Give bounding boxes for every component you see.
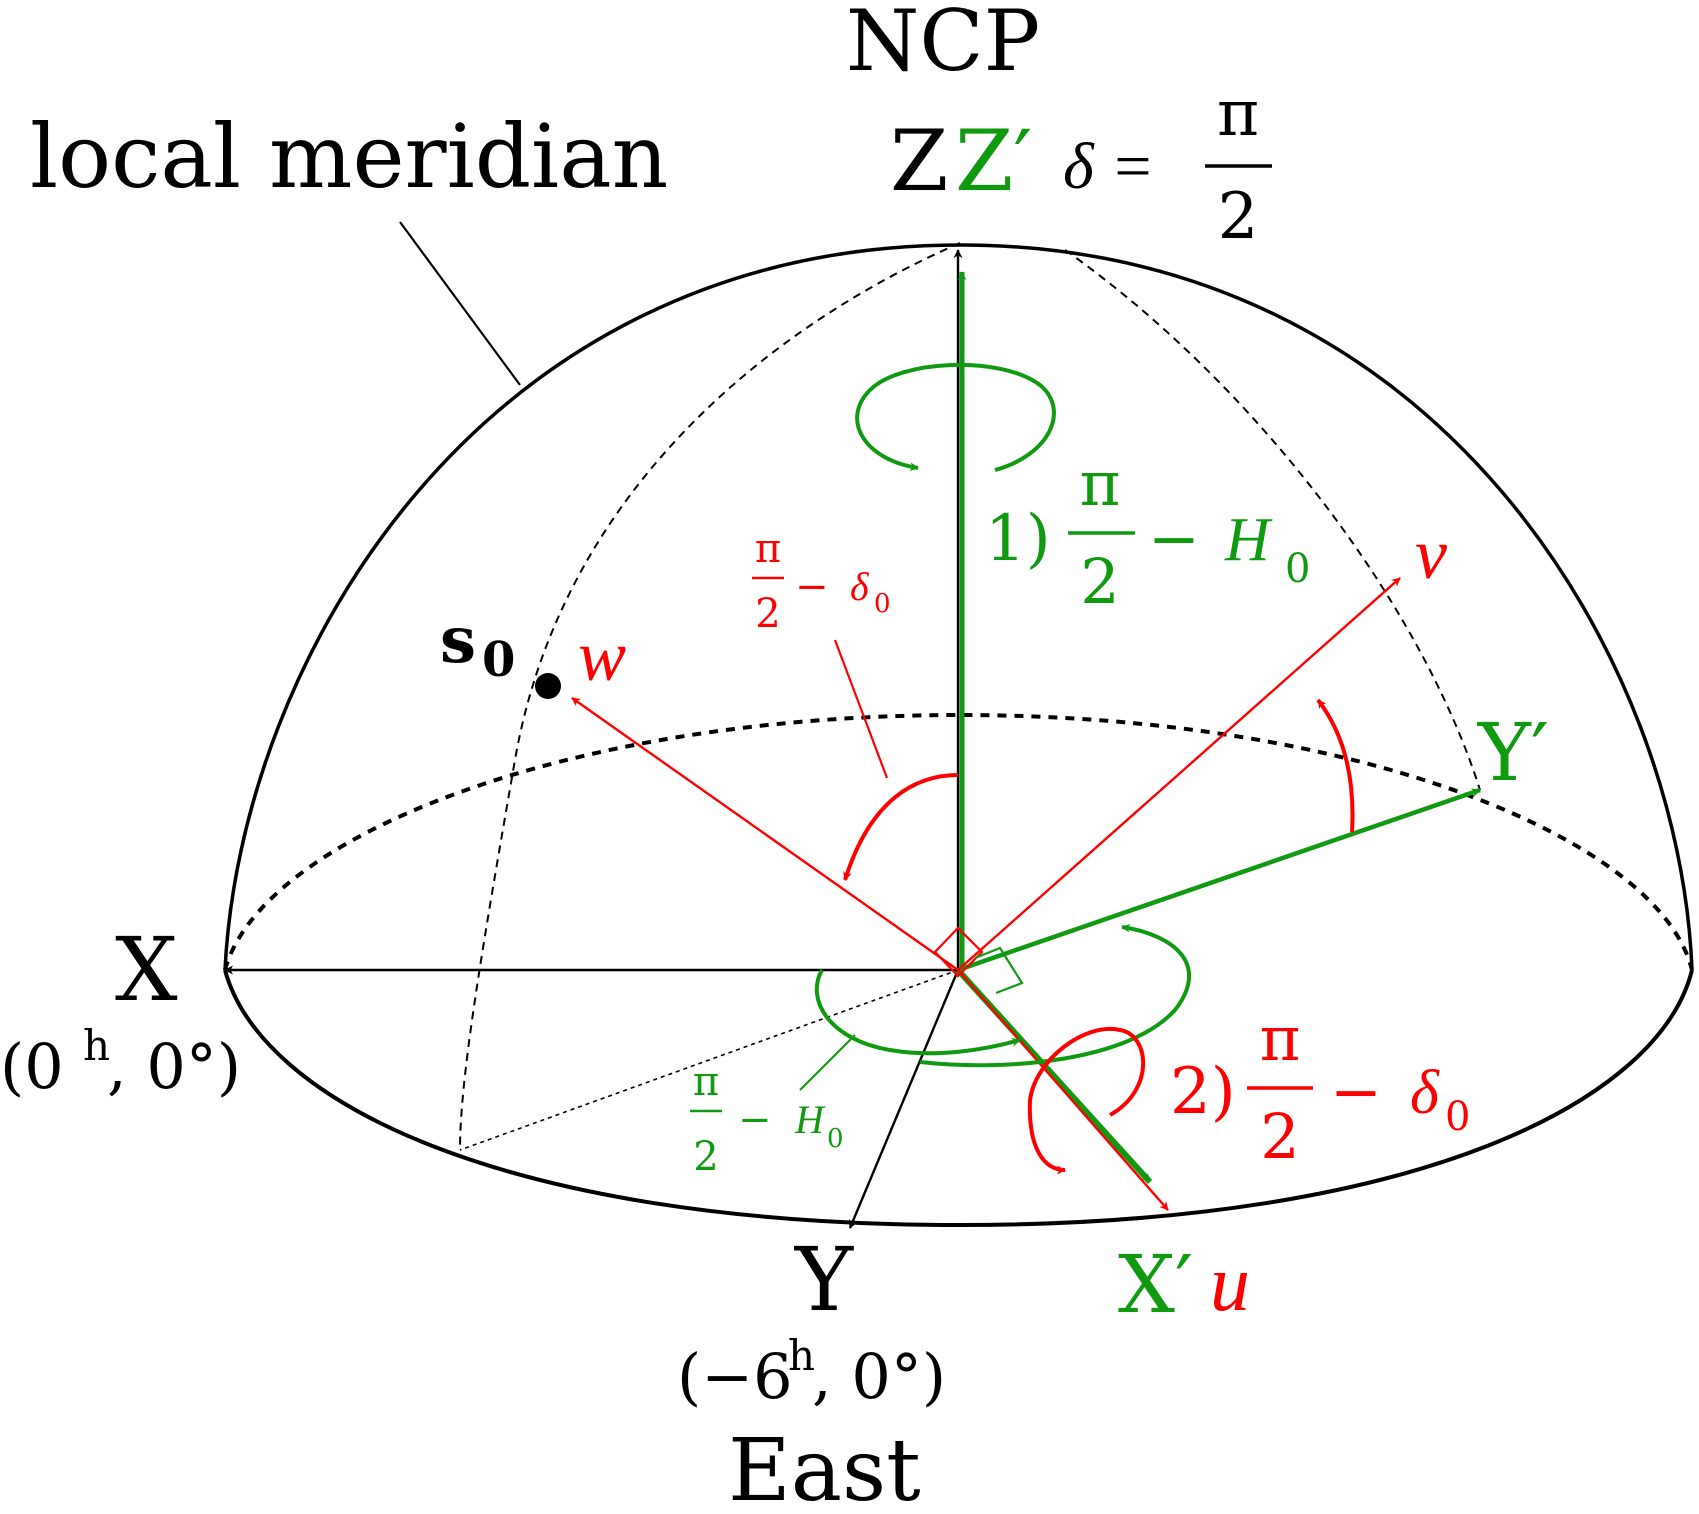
green-small-pi: π: [693, 1059, 719, 1105]
u-label: u: [1210, 1240, 1250, 1328]
step1-label: 1): [985, 502, 1051, 576]
hemisphere-outline: [223, 243, 1694, 971]
u-axis-arrow: [957, 969, 1169, 1211]
meridian-left-dashed: [459, 242, 961, 1151]
step2-two: 2: [1260, 1100, 1299, 1173]
rotation-lower-inner-arrow: [814, 969, 1021, 1056]
step2-delta-sub: 0: [1445, 1094, 1470, 1140]
step1-minus: −: [1148, 502, 1200, 575]
pointer-red-label: [833, 639, 889, 779]
x-prime-label: X′: [1118, 1238, 1193, 1331]
y-prime-label: Y′: [1477, 706, 1549, 799]
pole-two-label: 2: [1218, 180, 1259, 254]
projection-dotted: [459, 969, 959, 1151]
arc-z-to-w: [843, 773, 959, 881]
y-coords-close: , 0°): [812, 1340, 946, 1413]
x-coords-close: , 0°): [107, 1030, 241, 1103]
v-axis-arrow: [957, 577, 1401, 971]
s0-point: [535, 673, 561, 699]
red-small-delta-sub: 0: [874, 589, 891, 619]
x-coords-open: (0: [0, 1030, 64, 1103]
right-angle-red: [933, 926, 984, 978]
v-label: v: [1415, 514, 1447, 594]
green-small-h0: H: [794, 1097, 826, 1142]
delta-equals-label: δ =: [1063, 130, 1155, 203]
s0-label: s: [440, 603, 476, 678]
step2-label: 2): [1170, 1055, 1236, 1129]
z-prime-label: Z′: [955, 112, 1032, 210]
local-meridian-pointer: [399, 221, 521, 386]
pointer-green-label: [799, 1034, 856, 1091]
z-label: Z: [890, 112, 948, 210]
red-small-minus: −: [795, 564, 829, 610]
y-coords-open: (−6: [677, 1340, 793, 1413]
step2-pi: π: [1260, 1002, 1301, 1075]
meridian-right-dashed: [1064, 249, 1481, 791]
hemisphere-base-front: [223, 969, 1694, 1228]
step2-delta: δ: [1410, 1059, 1440, 1127]
red-small-delta: δ: [850, 564, 870, 609]
rotation-1-arrow: [855, 362, 1056, 472]
local-meridian-label: local meridian: [30, 105, 668, 208]
rotation-lower-arrow: [919, 923, 1191, 1068]
rotation-2-arrow: [1027, 1026, 1146, 1175]
step1-h0: H: [1224, 506, 1273, 574]
step1-pi: π: [1080, 447, 1121, 520]
arc-y-prime-to-v: [1316, 698, 1355, 833]
step1-two: 2: [1080, 545, 1119, 618]
right-angle-green: [974, 946, 1024, 995]
green-small-h0-sub: 0: [827, 1124, 844, 1154]
green-small-two: 2: [693, 1134, 718, 1180]
green-small-minus: −: [738, 1097, 772, 1143]
red-small-two: 2: [755, 591, 780, 637]
step2-minus: −: [1330, 1055, 1382, 1128]
w-axis-arrow: [571, 697, 959, 971]
y-axis-arrow: [848, 969, 960, 1229]
x-label: X: [115, 918, 178, 1021]
y-coords-h: h: [788, 1331, 815, 1380]
s0-sub: 0: [482, 632, 515, 688]
w-label: w: [578, 616, 626, 696]
step1-h0-sub: 0: [1285, 546, 1310, 592]
y-prime-axis-arrow: [957, 787, 1481, 973]
y-label: Y: [794, 1228, 854, 1331]
ncp-label: NCP: [846, 0, 1040, 90]
x-coords-h: h: [83, 1021, 110, 1070]
pole-pi-label: π: [1217, 77, 1259, 151]
red-small-pi: π: [755, 526, 781, 572]
east-label: East: [728, 1421, 921, 1509]
